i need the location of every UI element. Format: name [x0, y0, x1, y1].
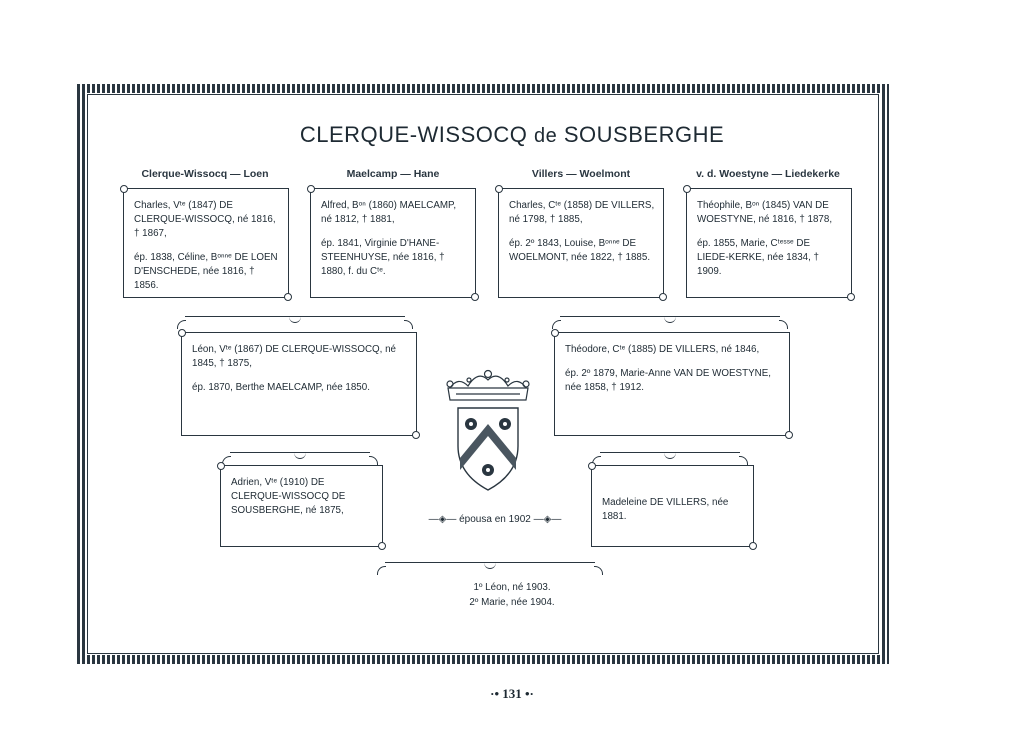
- genealogy-box-alfred-maelcamp: Alfred, Bᵒⁿ (1860) MAELCAMP, né 1812, † …: [307, 185, 479, 301]
- child-entry: 1º Léon, né 1903.: [473, 582, 551, 593]
- marriage-label: —◈— épousa en 1902 —◈—: [428, 514, 562, 525]
- ornament-icon: ·•: [490, 686, 503, 701]
- page-number: ·• 131 •·: [490, 686, 534, 701]
- ornament-icon: •·: [521, 686, 534, 701]
- genealogy-box-charles-villers: Charles, Cᵗᵉ (1858) DE VILLERS, né 1798,…: [495, 185, 667, 301]
- genealogy-box-theodore: Théodore, Cᵗᵉ (1885) DE VILLERS, né 1846…: [551, 329, 793, 439]
- branch-head-maelcamp-hane: Maelcamp — Hane: [346, 168, 440, 180]
- branch-head-woestyne-liedekerke: v. d. Woestyne — Liedekerke: [696, 168, 840, 180]
- branch-head-villers-woelmont: Villers — Woelmont: [531, 168, 631, 180]
- coronet-icon: [446, 369, 530, 401]
- bracket-right-gen2: [600, 452, 740, 463]
- ornament-icon: —◈—: [428, 514, 457, 525]
- bracket-right-gen1: [560, 316, 780, 327]
- children-list: 1º Léon, né 1903. 2º Marie, née 1904.: [0, 580, 1024, 610]
- ornament-icon: —◈—: [533, 514, 562, 525]
- coat-of-arms-icon: [446, 369, 530, 491]
- page-title: CLERQUE-WISSOCQ de SOUSBERGHE: [299, 122, 725, 147]
- branch-head-clerque-loen: Clerque-Wissocq — Loen: [141, 168, 269, 180]
- genealogy-box-theophile-woestyne: Théophile, Bᵒⁿ (1845) VAN DE WOESTYNE, n…: [683, 185, 855, 301]
- genealogy-box-charles-clerque: Charles, Vᵗᵉ (1847) DE CLERQUE-WISSOCQ, …: [120, 185, 292, 301]
- bracket-left-gen2: [230, 452, 370, 463]
- bracket-children: [385, 562, 595, 573]
- genealogy-box-leon: Léon, Vᵗᵉ (1867) DE CLERQUE-WISSOCQ, né …: [178, 329, 420, 439]
- inner-border: [87, 94, 879, 654]
- child-entry: 2º Marie, née 1904.: [469, 597, 555, 608]
- genealogy-box-madeleine: Madeleine DE VILLERS, née 1881.: [588, 462, 757, 550]
- genealogy-box-adrien: Adrien, Vᵗᵉ (1910) DE CLERQUE-WISSOCQ DE…: [217, 462, 386, 550]
- bracket-left-gen1: [185, 316, 405, 327]
- shield-icon: [457, 407, 519, 491]
